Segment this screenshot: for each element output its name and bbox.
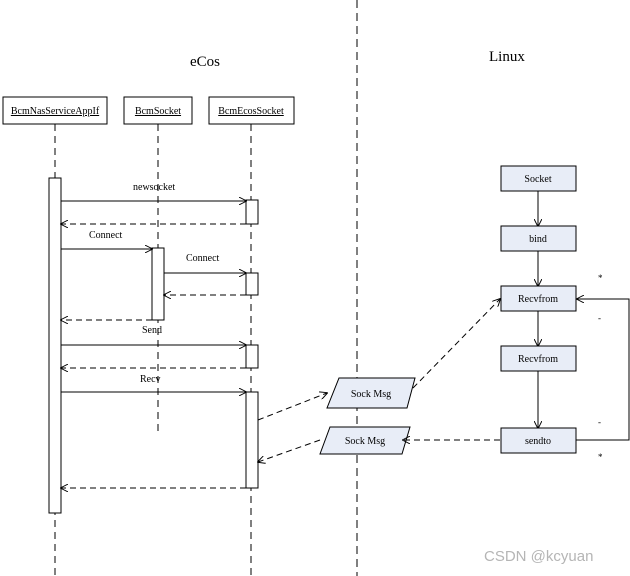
lifeline-label: BcmEcosSocket	[218, 106, 284, 117]
sock-msg-label: Sock Msg	[351, 389, 391, 400]
dashed-connector	[412, 299, 500, 389]
sock-msg-label: Sock Msg	[345, 436, 385, 447]
activation-bar	[48, 177, 62, 514]
watermark: CSDN @kcyuan	[484, 548, 593, 565]
ecos-title: eCos	[190, 54, 220, 70]
linux-box-recvfrom: Recvfrom	[500, 345, 577, 372]
message-label-newsocket: newsocket	[133, 182, 175, 193]
linux-title: Linux	[489, 49, 525, 65]
dashed-connector	[257, 393, 327, 421]
dashed-connector	[258, 439, 321, 462]
message-label-recv: Recv	[140, 374, 161, 385]
loop-mark: -	[598, 313, 601, 323]
linux-box-socket: Socket	[500, 165, 577, 192]
linux-box-label: sendto	[525, 436, 551, 447]
message-label-connect: Connect	[89, 230, 123, 241]
linux-box-bind: bind	[500, 225, 577, 252]
sock-msg-upper: Sock Msg	[326, 377, 416, 409]
activation-bar	[245, 272, 259, 296]
activation-bar	[245, 199, 259, 225]
lifeline-label: BcmNasServiceAppIf	[11, 106, 100, 117]
lifeline-bcmecossocket: BcmEcosSocket	[208, 96, 295, 576]
linux-box-label: Recvfrom	[518, 294, 558, 305]
loop-mark: -	[598, 417, 601, 427]
linux-box-recvfrom: Recvfrom	[500, 285, 577, 312]
activation-bar	[245, 391, 259, 489]
loop-mark: *	[598, 273, 603, 283]
loop-arrow	[576, 299, 630, 441]
linux-box-label: Recvfrom	[518, 354, 558, 365]
linux-box-label: Socket	[524, 174, 551, 185]
sock-msg-lower: Sock Msg	[319, 426, 411, 455]
lifeline-bcmsocket: BcmSocket	[123, 96, 193, 432]
message-label-connect: Connect	[186, 253, 220, 264]
activation-bar	[151, 247, 165, 321]
linux-box-label: bind	[529, 234, 547, 245]
linux-box-sendto: sendto	[500, 427, 577, 454]
lifeline-label: BcmSocket	[135, 106, 181, 117]
message-label-send: Send	[142, 325, 162, 336]
activation-bar	[245, 344, 259, 369]
loop-mark: *	[598, 452, 603, 462]
